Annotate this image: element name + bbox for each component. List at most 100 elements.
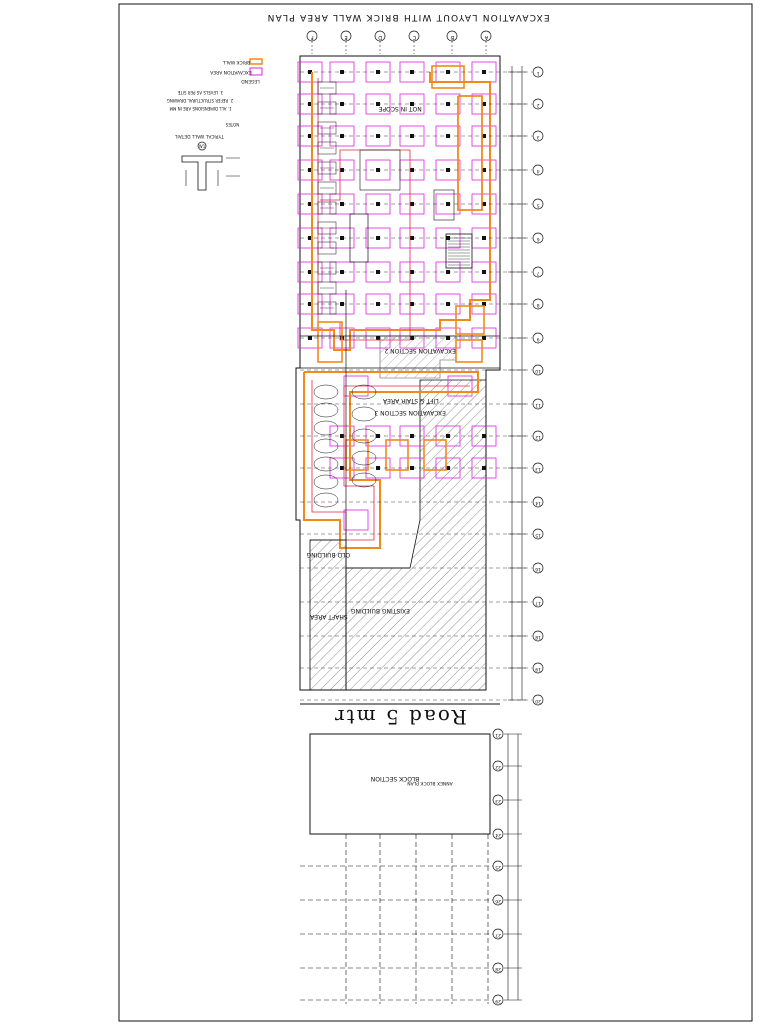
label-lift-area: LIFT & STAIR AREA <box>382 397 439 404</box>
label-shaft-area: SHAFT AREA <box>309 613 347 620</box>
row-bubble-7: 7 <box>300 266 544 278</box>
row-bubble-11: 11 <box>300 398 544 410</box>
svg-text:C: C <box>412 34 416 40</box>
svg-text:16: 16 <box>535 566 541 572</box>
legend-swatch-excavation <box>249 67 263 76</box>
row-bubble-2: 2 <box>300 98 544 110</box>
row-bubble-6: 6 <box>300 232 544 244</box>
wall-footings <box>313 81 377 508</box>
row-bubble-5: 5 <box>300 198 544 210</box>
notes-line-3: 3. LEVELS AS PER SITE <box>177 90 223 95</box>
svg-text:9: 9 <box>537 336 540 342</box>
svg-text:18: 18 <box>535 634 541 640</box>
svg-text:4: 4 <box>537 168 540 174</box>
column-bubble-A: A <box>480 30 492 54</box>
svg-text:24: 24 <box>495 832 501 838</box>
sump-4 <box>431 65 465 89</box>
label-old-building: OLD BUILDING <box>306 551 350 558</box>
lift-pit-2 <box>385 439 409 471</box>
svg-text:1: 1 <box>537 70 540 76</box>
legend-heading: LEGEND <box>241 78 260 84</box>
detail-marker: W1 <box>199 144 206 149</box>
area-labels: NOT IN SCOPE EXCAVATION SECTION 2 LIFT &… <box>306 105 456 620</box>
label-existing-building: EXISTING BUILDING <box>350 607 409 614</box>
annex-bubble-21: 21 <box>492 728 522 740</box>
annex-bubble-23: 23 <box>492 794 522 806</box>
svg-text:B: B <box>450 34 454 40</box>
annex-bubble-27: 27 <box>492 928 522 940</box>
legend-swatch-wall <box>249 58 263 65</box>
annex-bubble-24: 24 <box>492 828 522 840</box>
row-bubble-17: 17 <box>300 596 544 608</box>
svg-text:26: 26 <box>495 898 501 904</box>
label-excavation-2: EXCAVATION SECTION 2 <box>384 347 456 354</box>
svg-text:7: 7 <box>537 270 540 276</box>
notes-heading: NOTES <box>225 122 239 127</box>
existing-building-hatch <box>345 379 487 691</box>
svg-text:6: 6 <box>537 236 540 242</box>
svg-text:28: 28 <box>495 966 501 972</box>
label-excavation-3: EXCAVATION SECTION 3 <box>374 409 446 416</box>
lift-pit-3 <box>423 439 447 471</box>
row-bubble-15: 15 <box>300 528 544 540</box>
legend-block: BRICK WALL EXCAVATION AREA LEGEND <box>209 58 263 84</box>
row-bubble-9: 9 <box>300 332 544 344</box>
svg-text:20: 20 <box>535 698 541 704</box>
annex-note-label: ANNEX BLOCK PLAN <box>407 780 452 786</box>
sheet-border <box>118 3 753 1022</box>
drawing-title: EXCAVATION LAYOUT WITH BRICK WALL AREA P… <box>266 12 549 22</box>
row-bubble-10: 10 <box>300 364 544 376</box>
column-bubble-D: D <box>374 30 386 54</box>
svg-text:22: 22 <box>495 764 501 770</box>
annex-bubble-29: 29 <box>492 994 522 1006</box>
legend-item-wall: BRICK WALL <box>222 59 250 65</box>
column-bubble-E: E <box>340 30 352 54</box>
sump-3 <box>455 339 483 363</box>
row-bubble-19: 19 <box>300 662 544 674</box>
svg-text:F: F <box>311 34 314 40</box>
row-bubble-16: 16 <box>300 562 544 574</box>
row-dimension-lines <box>511 66 523 700</box>
wall-detail: TYPICAL WALL DETAIL W1 <box>174 133 240 191</box>
svg-text:10: 10 <box>535 368 541 374</box>
column-grid-bubbles: A B C DE F <box>306 30 492 54</box>
detail-marker-circle <box>197 141 207 151</box>
svg-text:17: 17 <box>535 600 541 606</box>
brick-wall-upper-inner <box>317 78 411 341</box>
row-bubble-14: 14 <box>300 496 544 508</box>
svg-text:2: 2 <box>537 102 540 108</box>
row-bubble-18: 18 <box>300 630 544 642</box>
legend-item-excavation: EXCAVATION AREA <box>209 69 252 75</box>
annex-bubble-26: 26 <box>492 894 522 906</box>
brick-wall-upper <box>311 72 491 351</box>
brick-wall-lines <box>303 65 491 549</box>
staircase <box>445 233 473 269</box>
annex-block-label: BLOCK SECTION <box>371 775 419 782</box>
row-bubble-4: 4 <box>300 164 544 176</box>
svg-text:8: 8 <box>537 302 540 308</box>
svg-text:25: 25 <box>495 864 501 870</box>
brick-wall-right-strip <box>457 95 483 211</box>
column-bubble-B: B <box>446 30 458 54</box>
brick-wall-lower-inner <box>311 380 470 541</box>
label-not-in-scope: NOT IN SCOPE <box>378 105 421 112</box>
road-label: Road 5 mtr <box>333 705 467 729</box>
svg-text:3: 3 <box>537 134 540 140</box>
detail-title: TYPICAL WALL DETAIL <box>174 133 225 139</box>
svg-text:21: 21 <box>495 732 501 738</box>
svg-text:27: 27 <box>495 932 501 938</box>
svg-text:15: 15 <box>535 532 541 538</box>
svg-text:29: 29 <box>495 998 501 1004</box>
annex-bubble-22: 22 <box>492 760 522 772</box>
svg-text:5: 5 <box>537 202 540 208</box>
row-bubble-1: 1 <box>300 66 544 78</box>
notes-block: 3. LEVELS AS PER SITE 2. REFER STRUCTURA… <box>167 90 239 127</box>
annex-row-bubbles: 21 22 23 24 25 26 27 28 29 <box>492 728 522 1006</box>
svg-text:23: 23 <box>495 798 501 804</box>
svg-text:11: 11 <box>535 402 541 408</box>
column-bubble-F: F <box>306 30 318 54</box>
row-bubble-13: 13 <box>300 462 544 474</box>
svg-text:13: 13 <box>535 466 541 472</box>
